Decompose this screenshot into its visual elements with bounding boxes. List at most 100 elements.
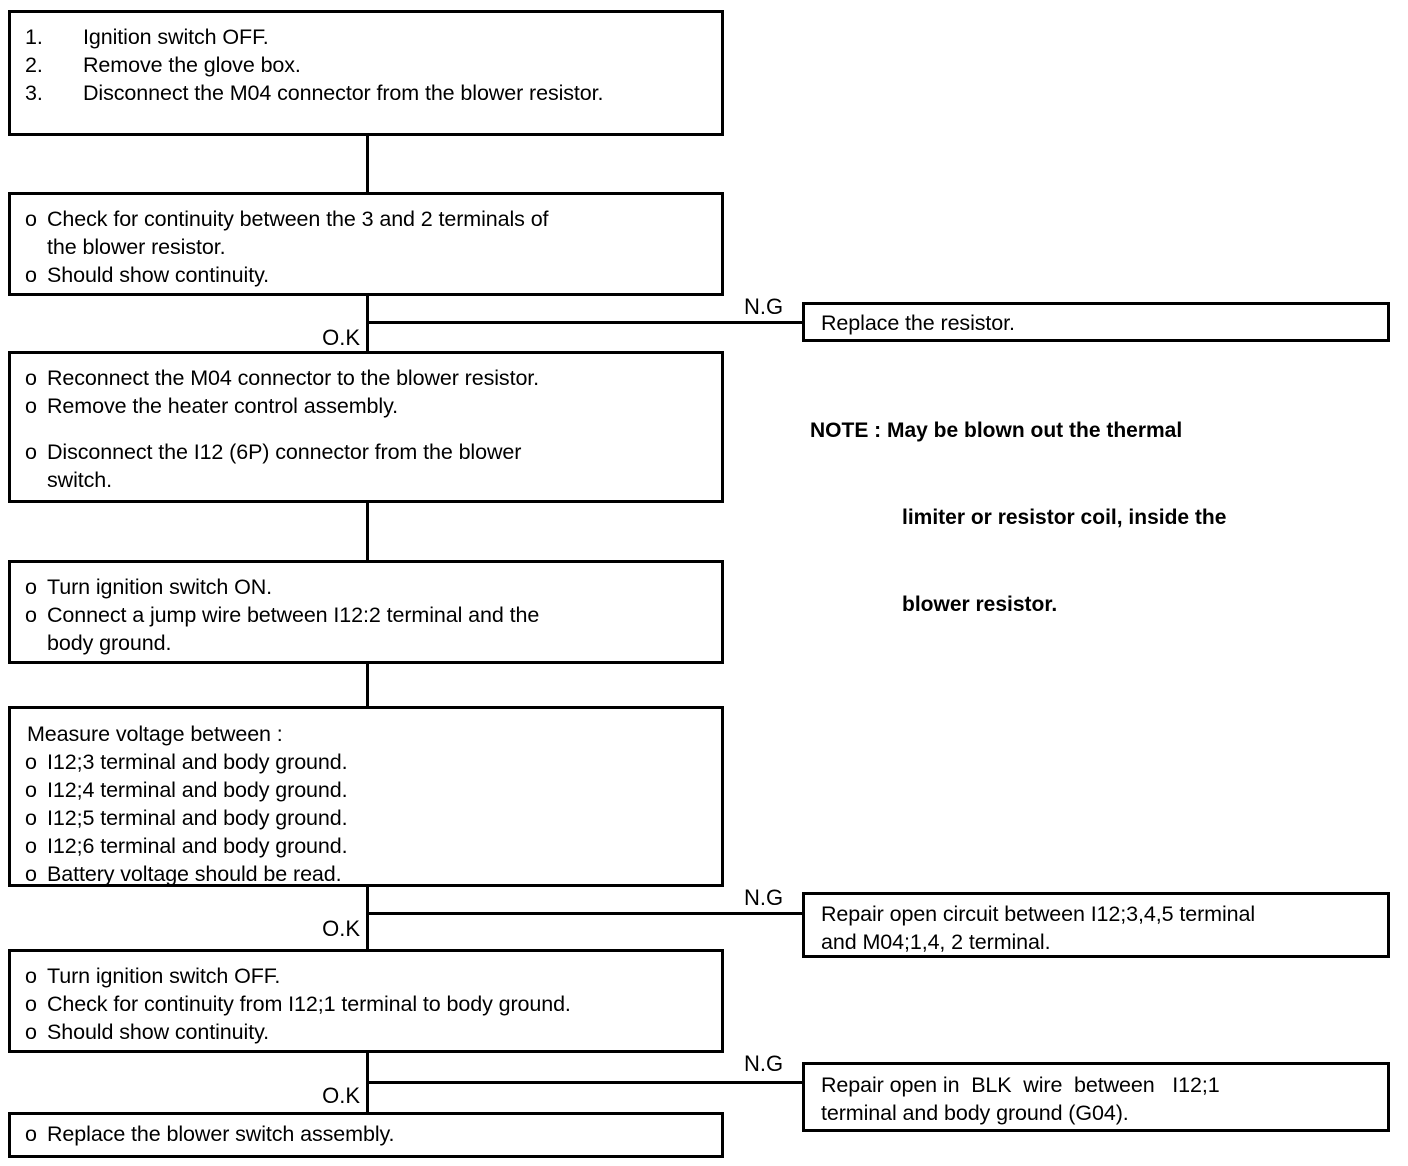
connector-step5-step6 — [366, 887, 369, 949]
bullet-marker: o — [25, 806, 37, 830]
bullet-list-item: o Remove the heater control assembly. — [25, 392, 707, 420]
note-line-1: NOTE : May be blown out the thermal — [810, 419, 1183, 442]
outcome-box-repair-open-circuit: Repair open circuit between I12;3,4,5 te… — [802, 892, 1390, 958]
step-box-content: o Reconnect the M04 connector to the blow… — [11, 354, 721, 502]
list-marker: 3. — [25, 81, 43, 105]
branch-label-ng-1: N.G — [742, 294, 786, 319]
step-box-replace-blower-switch: o Replace the blower switch assembly. — [8, 1112, 724, 1158]
bullet-marker: o — [25, 207, 37, 231]
bullet-list-item: o Should show continuity. — [25, 1018, 707, 1046]
bullet-text: Reconnect the M04 connector to the blowe… — [47, 366, 540, 390]
bullet-text: Check for continuity between the 3 and 2… — [47, 207, 549, 231]
branch-label-ng-3: N.G — [742, 1051, 786, 1076]
branch-line-ng-1 — [366, 321, 802, 324]
bullet-text: Connect a jump wire between I12:2 termin… — [47, 603, 540, 627]
bullet-marker: o — [25, 1122, 37, 1146]
bullet-marker: o — [25, 1020, 37, 1044]
list-marker: 2. — [25, 53, 43, 77]
step-box-content: o Replace the blower switch assembly. — [11, 1115, 721, 1153]
bullet-list-item: o Check for continuity from I12;1 termina… — [25, 990, 707, 1018]
bullet-marker: o — [25, 366, 37, 390]
bullet-text: I12;5 terminal and body ground. — [47, 806, 348, 830]
step-box-measure-voltage: Measure voltage between : o I12;3 termina… — [8, 706, 724, 887]
branch-label-ng-2: N.G — [742, 885, 786, 910]
bullet-text: Check for continuity from I12;1 terminal… — [47, 992, 571, 1016]
outcome-box-repair-blk-wire: Repair open in BLK wire between I12;1 te… — [802, 1062, 1390, 1132]
connector-step1-step2 — [366, 136, 369, 193]
bullet-marker: o — [25, 992, 37, 1016]
bullet-marker: o — [25, 575, 37, 599]
branch-line-ng-2 — [366, 912, 802, 915]
outcome-box-content: Repair open circuit between I12;3,4,5 te… — [805, 895, 1387, 961]
step-box-initial-preparation: 1. Ignition switch OFF. 2. Remove the glov… — [8, 10, 724, 136]
bullet-list-item: o Disconnect the I12 (6P) connector from … — [25, 438, 707, 466]
branch-label-ok-3: O.K — [292, 1085, 362, 1107]
list-text: Disconnect the M04 connector from the bl… — [83, 81, 604, 105]
bullet-text: I12;4 terminal and body ground. — [47, 778, 348, 802]
step-box-content: 1. Ignition switch OFF. 2. Remove the glov… — [11, 13, 721, 115]
bullet-marker: o — [25, 263, 37, 287]
bullet-text: Turn ignition switch ON. — [47, 575, 273, 599]
bullet-list-item: o Battery voltage should be read. — [25, 860, 707, 888]
bullet-text: Battery voltage should be read. — [47, 862, 342, 886]
numbered-list-item: 1. Ignition switch OFF. — [25, 23, 707, 51]
outcome-text: Repair open in BLK wire between I12;1 — [821, 1073, 1220, 1097]
branch-line-ng-3 — [366, 1081, 802, 1084]
bullet-marker: o — [25, 862, 37, 886]
list-text: Remove the glove box. — [83, 53, 301, 77]
bullet-marker: o — [25, 834, 37, 858]
thermal-limiter-note: NOTE : May be blown out the thermal limi… — [810, 358, 1226, 677]
outcome-text: and M04;1,4, 2 terminal. — [821, 930, 1051, 954]
note-line-2: limiter or resistor coil, inside the — [902, 506, 1227, 529]
step-box-reconnect-and-remove-heater-control: o Reconnect the M04 connector to the blow… — [8, 351, 724, 503]
outcome-box-replace-resistor: Replace the resistor. — [802, 302, 1390, 342]
bullet-continuation: body ground. — [47, 631, 172, 655]
step-box-content: Measure voltage between : o I12;3 termina… — [11, 709, 721, 896]
bullet-marker: o — [25, 778, 37, 802]
list-marker: 1. — [25, 25, 43, 49]
bullet-list-item: o I12;6 terminal and body ground. — [25, 832, 707, 860]
connector-step4-step5 — [366, 664, 369, 707]
bullet-text: Turn ignition switch OFF. — [47, 964, 281, 988]
bullet-continuation: the blower resistor. — [47, 235, 226, 259]
bullet-list-item: o Check for continuity between the 3 and … — [25, 205, 707, 233]
bullet-list-item: o Turn ignition switch ON. — [25, 573, 707, 601]
numbered-list-item: 3. Disconnect the M04 connector from the … — [25, 79, 707, 107]
bullet-marker: o — [25, 394, 37, 418]
bullet-text: I12;6 terminal and body ground. — [47, 834, 348, 858]
bullet-text: Remove the heater control assembly. — [47, 394, 399, 418]
branch-label-ok-1: O.K — [292, 327, 362, 349]
bullet-text: I12;3 terminal and body ground. — [47, 750, 348, 774]
branch-label-ok-2: O.K — [292, 918, 362, 940]
bullet-list-item: o Reconnect the M04 connector to the blow… — [25, 364, 707, 392]
bullet-list-item: o Connect a jump wire between I12:2 termi… — [25, 601, 707, 629]
bullet-marker: o — [25, 750, 37, 774]
outcome-box-content: Replace the resistor. — [805, 305, 1387, 341]
measure-heading: Measure voltage between : — [27, 722, 283, 746]
outcome-box-content: Repair open in BLK wire between I12;1 te… — [805, 1065, 1387, 1133]
bullet-text: Should show continuity. — [47, 263, 269, 287]
bullet-list-item: o Replace the blower switch assembly. — [25, 1120, 707, 1148]
connector-step3-step4 — [366, 503, 369, 561]
bullet-list-item: o I12;3 terminal and body ground. — [25, 748, 707, 776]
bullet-continuation: switch. — [47, 468, 113, 492]
bullet-list-item: o I12;4 terminal and body ground. — [25, 776, 707, 804]
outcome-text: Replace the resistor. — [821, 311, 1015, 335]
bullet-text: Disconnect the I12 (6P) connector from t… — [47, 440, 522, 464]
outcome-text: terminal and body ground (G04). — [821, 1101, 1129, 1125]
list-text: Ignition switch OFF. — [83, 25, 269, 49]
bullet-marker: o — [25, 440, 37, 464]
bullet-text: Replace the blower switch assembly. — [47, 1122, 395, 1146]
bullet-list-item: o I12;5 terminal and body ground. — [25, 804, 707, 832]
bullet-text: Should show continuity. — [47, 1020, 269, 1044]
step-box-check-resistor-continuity: o Check for continuity between the 3 and … — [8, 192, 724, 296]
outcome-text: Repair open circuit between I12;3,4,5 te… — [821, 902, 1256, 926]
bullet-marker: o — [25, 603, 37, 627]
spacer-line — [25, 420, 707, 438]
